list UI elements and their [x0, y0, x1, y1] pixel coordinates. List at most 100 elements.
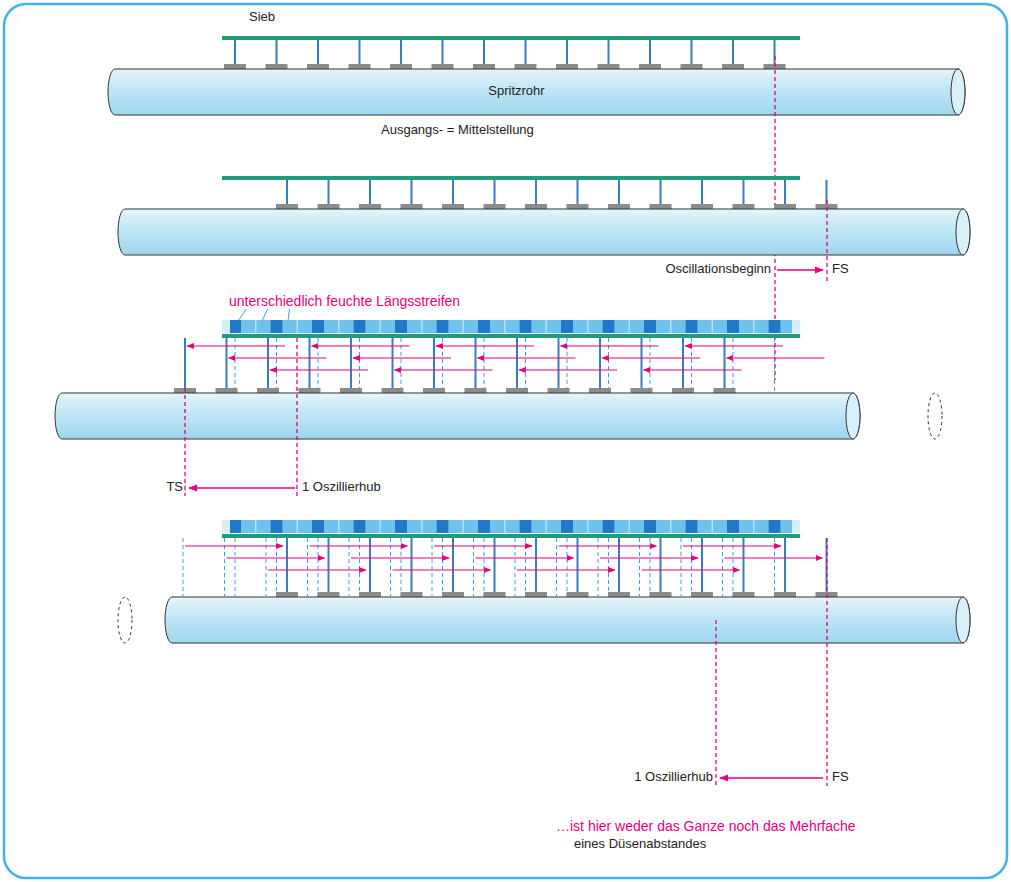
motion-arrow	[720, 777, 823, 778]
nozzle	[631, 388, 653, 393]
label: …ist hier weder das Ganze noch das Mehrf…	[555, 818, 857, 834]
spray-jet	[234, 40, 236, 64]
nozzle	[650, 204, 672, 209]
nozzle	[318, 592, 340, 597]
motion-arrow	[436, 345, 534, 346]
nozzle	[484, 592, 506, 597]
label: Ausgangs- = Mittelstellung	[380, 123, 535, 138]
nozzle	[359, 592, 381, 597]
label: 1 Oszillierhub	[633, 770, 714, 785]
motion-arrow	[685, 345, 783, 346]
label: Sieb	[248, 10, 276, 25]
nozzle	[442, 204, 464, 209]
nozzle	[681, 64, 703, 69]
nozzle	[432, 64, 454, 69]
nozzle	[548, 388, 570, 393]
nozzle	[266, 64, 288, 69]
motion-arrow	[517, 569, 615, 570]
nozzle	[722, 64, 744, 69]
guide-line	[515, 538, 516, 596]
motion-arrow	[600, 557, 698, 558]
nozzle	[691, 592, 713, 597]
spray-jet	[732, 40, 734, 64]
nozzle	[525, 204, 547, 209]
spray-jet	[577, 180, 579, 204]
motion-arrow	[476, 557, 574, 558]
moisture-band	[222, 320, 800, 333]
spray-jet	[660, 180, 662, 204]
nozzle	[390, 64, 412, 69]
spray-jet	[784, 180, 786, 204]
pipe-end	[951, 69, 965, 115]
nozzle	[515, 64, 537, 69]
motion-arrow	[312, 345, 410, 346]
guide-line	[525, 538, 526, 596]
spray-jet	[400, 40, 402, 64]
spray-jet	[286, 180, 288, 204]
spray-jet	[566, 40, 568, 64]
motion-arrow	[185, 545, 283, 546]
motion-arrow	[229, 357, 327, 358]
node-text: Spritzrohr	[488, 83, 544, 98]
pipe-label-box: Spritzrohr	[115, 69, 958, 115]
pipe-end	[956, 209, 970, 255]
label: TS	[165, 480, 184, 495]
nozzle	[224, 64, 246, 69]
nozzle	[382, 388, 404, 393]
spray-jet	[452, 180, 454, 204]
guide-line	[556, 538, 557, 596]
pipe-end	[956, 597, 970, 643]
pipe-ghost	[928, 393, 942, 439]
spray-jet	[701, 180, 703, 204]
nozzle	[733, 592, 755, 597]
spray-jet	[359, 40, 361, 64]
motion-arrow	[777, 269, 823, 270]
motion-arrow	[519, 369, 617, 370]
spray-jet	[442, 40, 444, 64]
nozzle	[473, 64, 495, 69]
nozzle	[465, 388, 487, 393]
nozzle	[307, 64, 329, 69]
nozzle	[276, 204, 298, 209]
spray-jet	[483, 40, 485, 64]
label: eines Düsenabstandes	[573, 837, 707, 852]
motion-arrow	[393, 569, 491, 570]
nozzle	[650, 592, 672, 597]
spray-pipe	[165, 597, 970, 643]
nozzle	[525, 592, 547, 597]
nozzle	[598, 64, 620, 69]
spray-jet	[535, 180, 537, 204]
guide-line	[598, 538, 599, 596]
nozzle	[299, 388, 321, 393]
spray-jet	[411, 538, 413, 592]
spray-jet	[328, 180, 330, 204]
guide-line	[318, 538, 319, 596]
motion-arrow	[189, 487, 295, 488]
nozzle	[714, 388, 736, 393]
nozzle	[257, 388, 279, 393]
motion-arrow	[642, 569, 740, 570]
nozzle	[318, 204, 340, 209]
spray-jet	[184, 338, 186, 388]
spray-jet	[618, 180, 620, 204]
guide-line	[307, 538, 308, 596]
motion-arrow	[310, 545, 408, 546]
spray-jet	[608, 40, 610, 64]
nozzle	[608, 592, 630, 597]
nozzle	[567, 204, 589, 209]
spray-jet	[286, 538, 288, 592]
nozzle	[401, 592, 423, 597]
nozzle	[639, 64, 661, 69]
motion-arrow	[270, 369, 368, 370]
motion-arrow	[478, 357, 576, 358]
spray-jet	[494, 180, 496, 204]
pipe-end	[846, 393, 860, 439]
guide-line	[608, 538, 609, 596]
guide-line	[826, 538, 827, 786]
nozzle	[423, 388, 445, 393]
spray-jet	[682, 338, 684, 388]
nozzle	[216, 388, 238, 393]
nozzle	[506, 388, 528, 393]
guide-line	[715, 620, 716, 786]
guide-line	[774, 538, 775, 596]
